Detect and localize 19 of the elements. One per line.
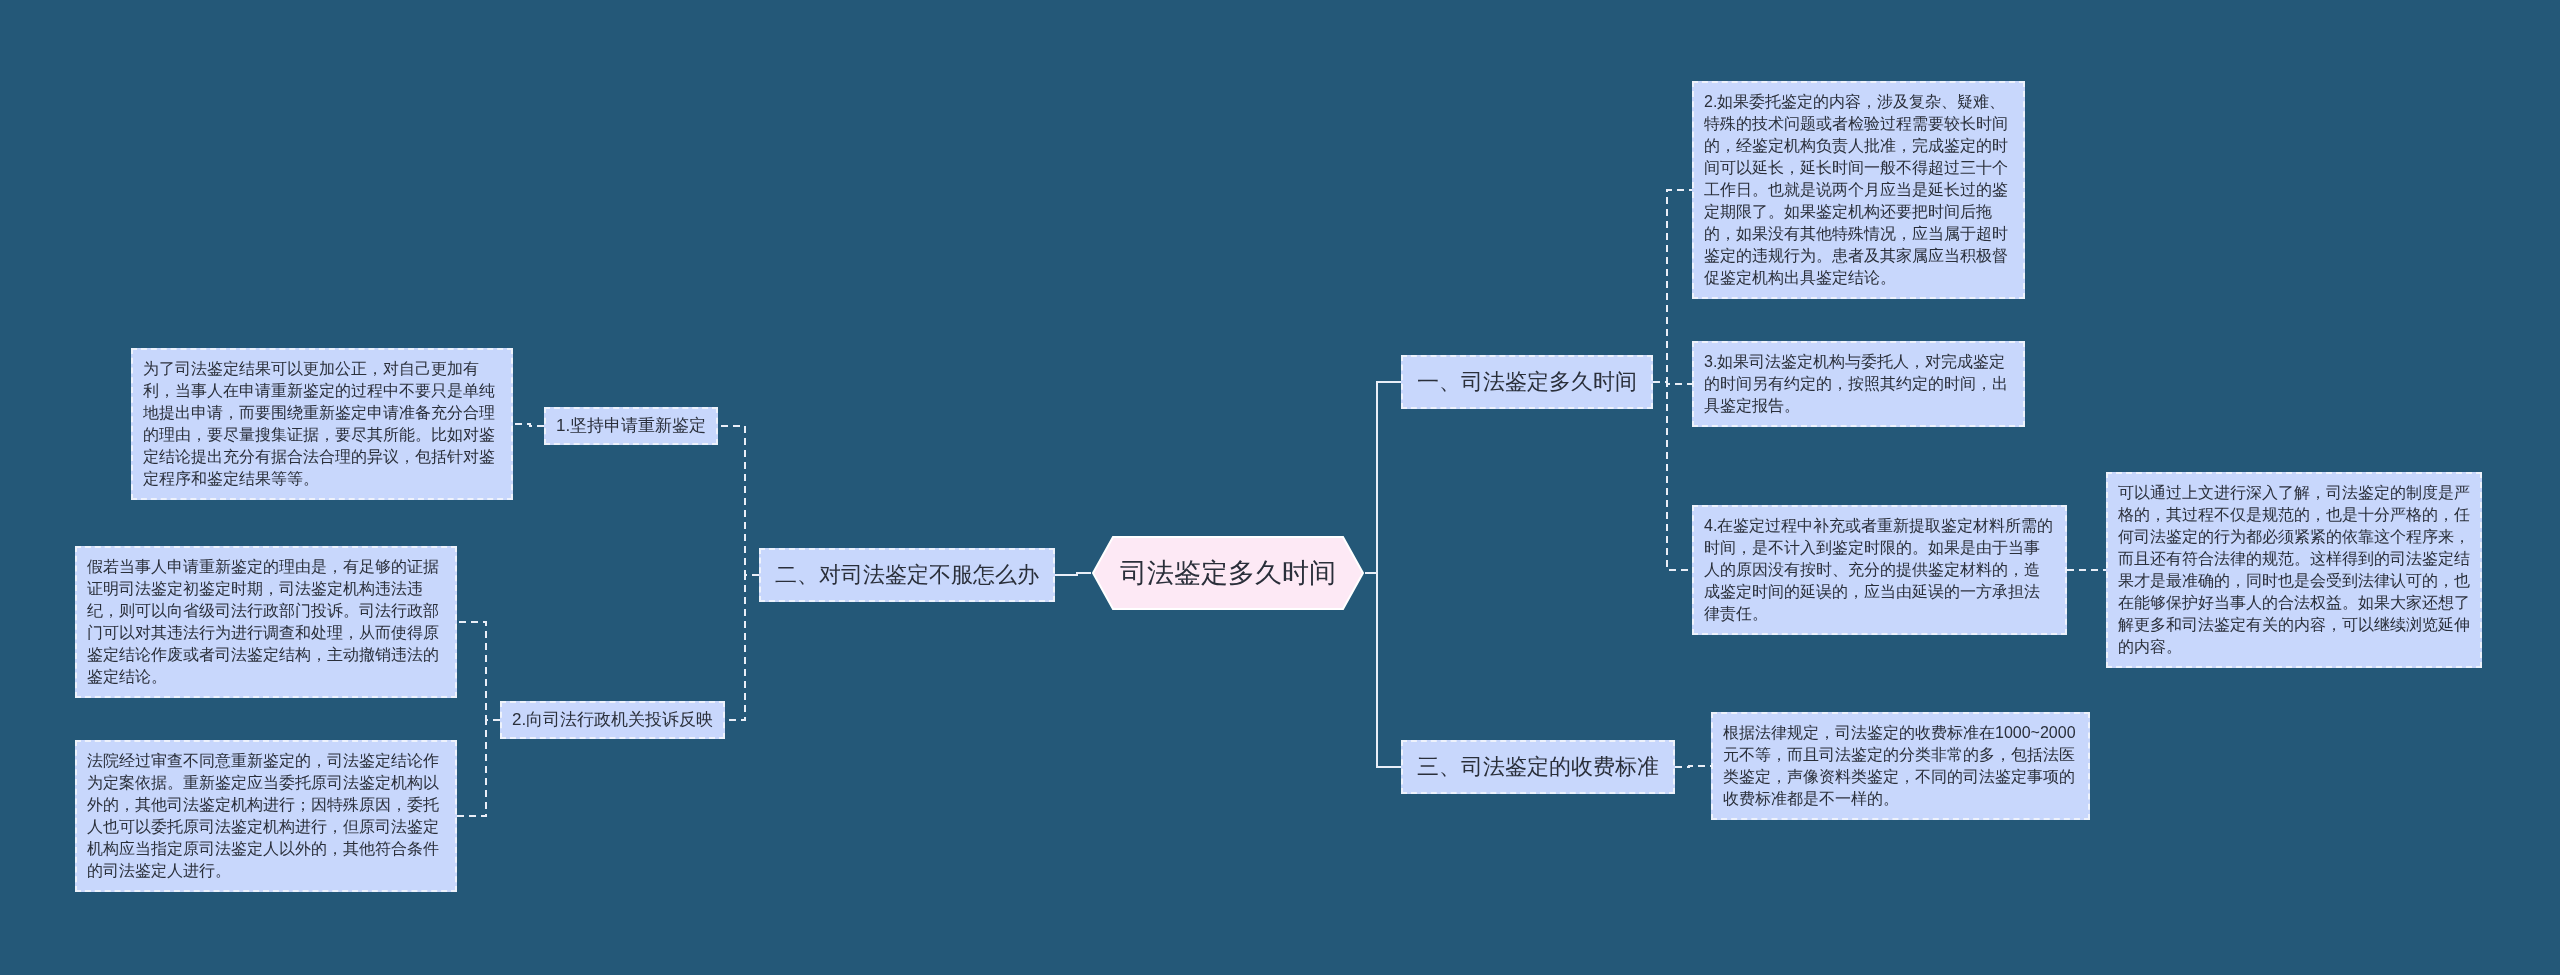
text-box: 3.如果司法鉴定机构与委托人，对完成鉴定的时间另有约定的，按照其约定的时间，出具鉴定报告。 [1692, 341, 2025, 427]
text-box: 根据法律规定，司法鉴定的收费标准在1000~2000元不等，而且司法鉴定的分类非常的多，包括法医类鉴定，声像资料类鉴定，不同的司法鉴定事项的收费标准都是不一样的。 [1711, 712, 2090, 820]
text-box: 为了司法鉴定结果可以更加公正，对自己更加有利，当事人在申请重新鉴定的过程中不要只是单纯地提出申请，而要围绕重新鉴定申请准备充分合理的理由，要尽量搜集证据，要尽其所能。比如对鉴定结论提出充分有据合法合理的异议，包括针对鉴定程序和鉴定结果等等。 [131, 348, 513, 500]
topic-box: 一、司法鉴定多久时间 [1401, 355, 1653, 409]
topic-box: 三、司法鉴定的收费标准 [1401, 740, 1675, 794]
connector-line [2066, 569, 2107, 571]
connector-line [456, 719, 501, 817]
topic-box: 二、对司法鉴定不服怎么办 [759, 548, 1055, 602]
text-box: 2.如果委托鉴定的内容，涉及复杂、疑难、特殊的技术问题或者检验过程需要较长时间的，经鉴定机构负责人批准，完成鉴定的时间可以延长，延长时间一般不得超过三十个工作日。也就是说两个月应当是延长过的鉴定期限了。如果鉴定机构还要把时间后拖的，如果没有其他特殊情况，应当属于超时鉴定的违规行为。患者及其家属应当积极督促鉴定机构出具鉴定结论。 [1692, 81, 2025, 299]
text-box: 4.在鉴定过程中补充或者重新提取鉴定材料所需的时间，是不计入到鉴定时限的。如果是由于当事人的原因没有按时、充分的提供鉴定材料的，造成鉴定时间的延误的，应当由延误的一方承担法律责任。 [1692, 505, 2067, 635]
central-topic-hexagon: 司法鉴定多久时间 [1091, 535, 1365, 611]
text-box: 假若当事人申请重新鉴定的理由是，有足够的证据证明司法鉴定初鉴定时期，司法鉴定机构违法违纪，则可以向省级司法行政部门投诉。司法行政部门可以对其违法行为进行调查和处理，从而使得原鉴定结论作废或者司法鉴定结构，主动撤销违法的鉴定结论。 [75, 546, 457, 698]
text-box: 法院经过审查不同意重新鉴定的，司法鉴定结论作为定案依据。重新鉴定应当委托原司法鉴定机构以外的，其他司法鉴定机构进行；因特殊原因，委托人也可以委托原司法鉴定机构进行，但原司法鉴定机构应当指定原司法鉴定人以外的，其他符合条件的司法鉴定人进行。 [75, 740, 457, 892]
topic-box: 2.向司法行政机关投诉反映 [500, 701, 726, 739]
text-box: 可以通过上文进行深入了解，司法鉴定的制度是严格的，其过程不仅是规范的，也是十分严格的，任何司法鉴定的行为都必须紧紧的依靠这个程序来，而且还有符合法律的规范。这样得到的司法鉴定结果才是最准确的，同时也是会受到法律认可的，也在能够保护好当事人的合法权益。如果大家还想了解更多和司法鉴定有关的内容，可以继续浏览延伸的内容。 [2106, 472, 2482, 668]
topic-box: 1.坚持申请重新鉴定 [544, 407, 719, 445]
connector-line [1054, 572, 1092, 576]
connector-line [512, 423, 545, 427]
connector-line [1364, 572, 1402, 768]
